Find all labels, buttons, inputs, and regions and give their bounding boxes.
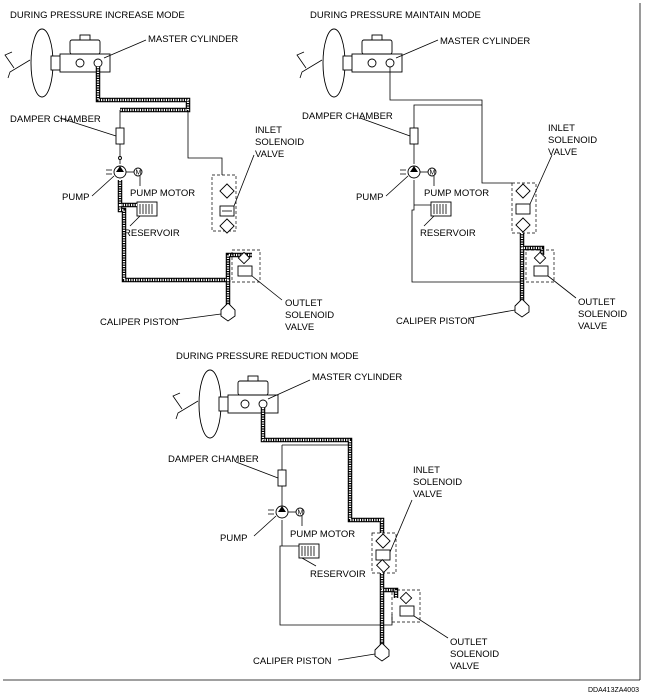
label-caliper-piston: CALIPER PISTON: [396, 316, 475, 327]
svg-text:M: M: [298, 510, 304, 517]
label-inlet-line3: VALVE: [413, 489, 442, 500]
label-outlet-line3: VALVE: [578, 321, 607, 332]
outlet-solenoid-valve: [231, 249, 261, 283]
label-reservoir: RESERVOIR: [310, 569, 366, 580]
inlet-solenoid-valve: [211, 174, 237, 234]
label-master-cylinder: MASTER CYLINDER: [440, 36, 530, 47]
pressure-line-upper: [389, 67, 483, 175]
pump-motor: [427, 167, 437, 177]
label-pump-motor: PUMP MOTOR: [424, 188, 489, 199]
panel-title: DURING PRESSURE INCREASE MODE: [10, 10, 185, 21]
label-master-cylinder: MASTER CYLINDER: [148, 34, 238, 45]
label-caliper-piston: CALIPER PISTON: [100, 317, 179, 328]
damper-chamber: [409, 127, 419, 145]
label-inlet-line2: SOLENOID: [255, 137, 304, 148]
label-pump-motor: PUMP MOTOR: [130, 188, 195, 199]
damper-chamber: [277, 469, 287, 487]
figure-code: DDA413ZA4003: [588, 687, 639, 694]
brake-booster: [172, 369, 230, 439]
label-inlet-line2: SOLENOID: [548, 135, 597, 146]
label-outlet-line3: VALVE: [450, 661, 479, 672]
panel-reduction: DURING PRESSURE REDUCTION MODE MASTER CY…: [168, 351, 499, 672]
label-outlet-line2: SOLENOID: [450, 649, 499, 660]
caliper-piston: [220, 302, 236, 322]
inlet-solenoid-valve: [371, 532, 397, 574]
svg-text:M: M: [430, 170, 436, 177]
label-outlet-line2: SOLENOID: [578, 309, 627, 320]
caliper-piston: [374, 642, 390, 662]
panel-title: DURING PRESSURE MAINTAIN MODE: [310, 10, 481, 21]
label-pump-motor: PUMP MOTOR: [290, 529, 355, 540]
label-damper-chamber: DAMPER CHAMBER: [10, 114, 101, 125]
label-outlet-line1: OUTLET: [578, 297, 616, 308]
panel-increase: DURING PRESSURE INCREASE MODE MASTER CYL…: [4, 10, 334, 333]
label-pump: PUMP: [356, 192, 383, 203]
master-cylinder: [351, 34, 403, 73]
motor-symbol: M: [136, 170, 142, 177]
pressure-line-upper: [95, 67, 191, 113]
label-caliper-piston: CALIPER PISTON: [253, 656, 332, 667]
label-inlet-line1: INLET: [413, 465, 440, 476]
leader-damper-chamber: [59, 117, 117, 137]
line-to-inlet-valve: [187, 110, 223, 175]
master-cylinder: [227, 375, 279, 414]
leader-master-cylinder: [103, 39, 147, 59]
label-reservoir: RESERVOIR: [420, 228, 476, 239]
release-pressure-line: [379, 573, 399, 645]
label-outlet-line1: OUTLET: [450, 637, 488, 648]
label-inlet-line3: VALVE: [548, 147, 577, 158]
label-outlet-line1: OUTLET: [285, 298, 323, 309]
panel-title: DURING PRESSURE REDUCTION MODE: [176, 351, 359, 362]
label-inlet-line1: INLET: [548, 123, 575, 134]
label-damper-chamber: DAMPER CHAMBER: [168, 454, 259, 465]
label-pump: PUMP: [62, 192, 89, 203]
label-master-cylinder: MASTER CYLINDER: [312, 372, 402, 383]
label-inlet-line3: VALVE: [255, 149, 284, 160]
master-cylinder: [59, 34, 111, 73]
label-reservoir: RESERVOIR: [124, 228, 180, 239]
label-outlet-line2: SOLENOID: [285, 310, 334, 321]
panel-maintain: DURING PRESSURE MAINTAIN MODE MASTER CYL…: [296, 10, 627, 332]
label-damper-chamber: DAMPER CHAMBER: [302, 111, 393, 122]
label-pump: PUMP: [220, 533, 247, 544]
inlet-solenoid-valve: [511, 182, 537, 234]
outlet-solenoid-valve: [391, 589, 421, 623]
label-outlet-line3: VALVE: [285, 322, 314, 333]
pump-motor: [133, 167, 143, 177]
label-inlet-line2: SOLENOID: [413, 477, 462, 488]
label-inlet-line1: INLET: [255, 125, 282, 136]
damper-chamber: [115, 127, 125, 145]
outlet-solenoid-valve: [525, 249, 555, 283]
pump-motor: [295, 507, 305, 517]
brake-booster: [296, 28, 354, 98]
brake-booster: [4, 28, 62, 98]
caliper-piston: [514, 298, 530, 318]
